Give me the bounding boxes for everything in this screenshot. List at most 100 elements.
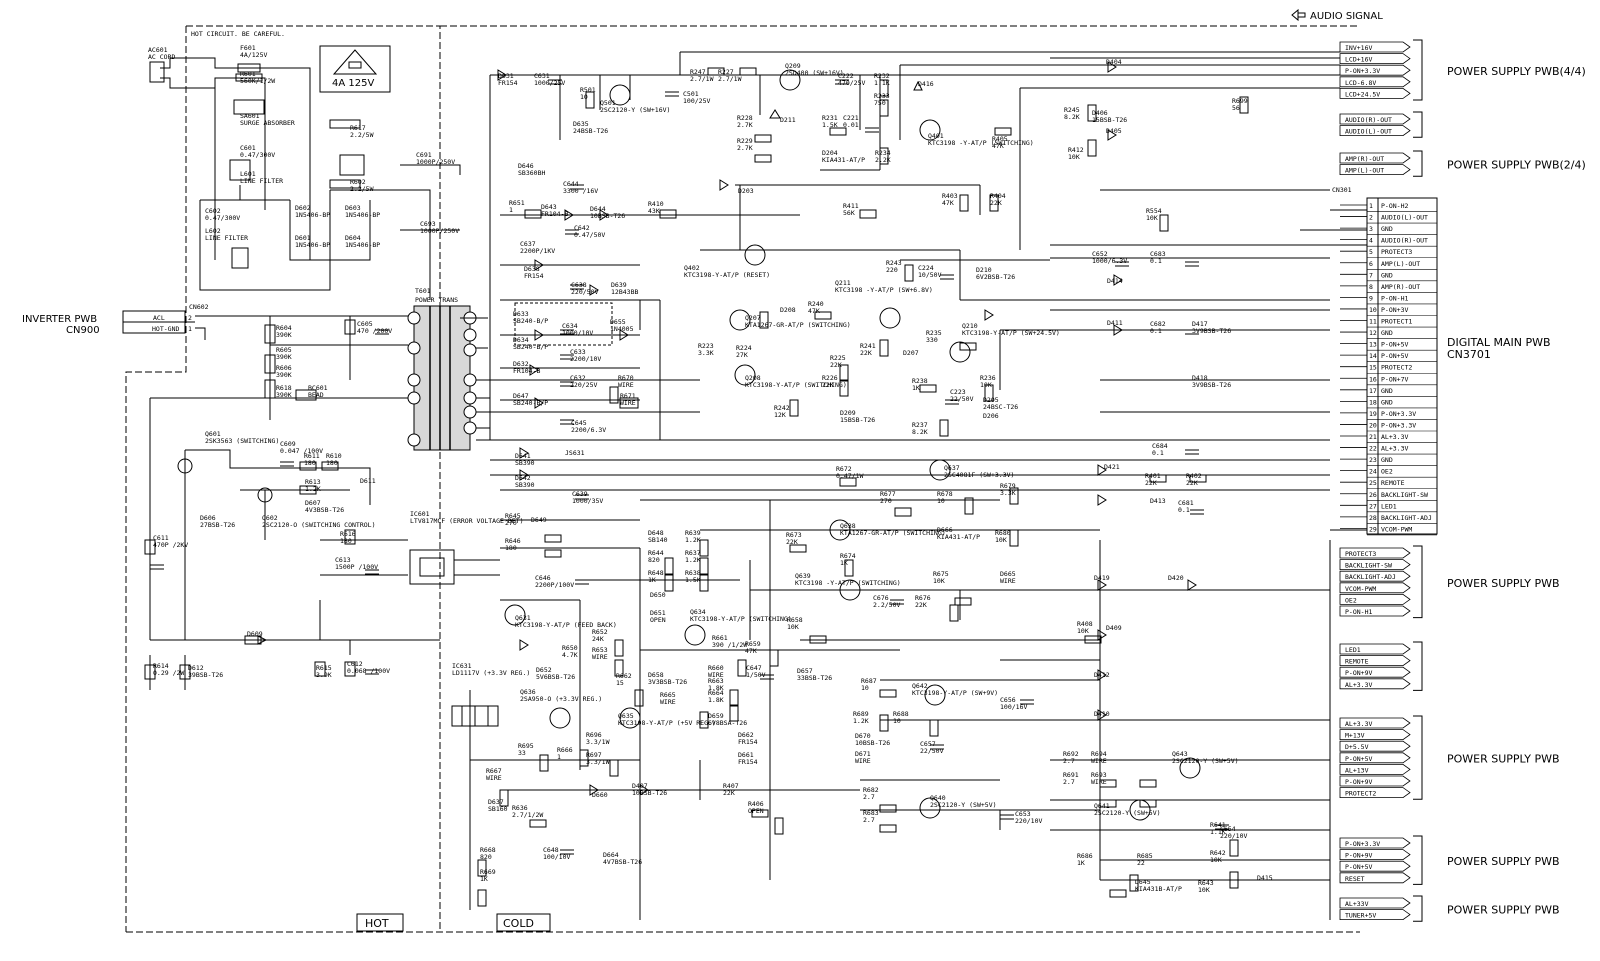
component-ref: C654 [1220,825,1236,833]
component-value: 0.47/1W [836,472,863,480]
component-value: 24BSC-T26 [983,403,1018,411]
cn301-pin-name: PROTECT3 [1381,248,1412,256]
cn301-pin-number: 14 [1369,352,1377,360]
component-value: 3.3/1W [586,738,610,746]
component-value: 10 [893,717,901,725]
component-ref: R554 [1146,207,1162,215]
signal-flag-label: LCD+16V [1345,56,1372,64]
component-ref: C224 [918,264,934,272]
component-ref: R685 [1137,852,1153,860]
component-value: 2.7/1W [690,75,714,83]
component-value: 1.2K [853,717,869,725]
cn301-pin-name: GND [1381,456,1393,464]
component-ref: R238 [912,377,928,385]
component-ref: D418 [1192,374,1208,382]
cn301-pin-name: BACKLIGHT-SW [1381,491,1428,499]
component-ref: D413 [1150,497,1166,505]
component-ref: R651 [509,199,525,207]
component-value: KTC3198 -Y-AT/P (SWITCHING) [928,139,1034,147]
component-value: 10 [861,684,869,692]
component-ref: Q631 [515,614,531,622]
component-ref: C691 [416,151,432,159]
component-value: 10K [1068,153,1080,161]
component-ref: C684 [1152,442,1168,450]
component-value: 4.7K [562,651,578,659]
component-value: 100/16V [1000,703,1027,711]
cn301-pin-number: 24 [1369,468,1377,476]
component-value: SB240-B/P [513,343,548,351]
cn301-pin-name: AUDIO(R)-OUT [1381,237,1428,245]
component-value: 1.8K [708,696,724,704]
component-ref: D641 [515,452,531,460]
component-value: 180 [340,537,352,545]
signal-flag [1339,909,1411,920]
output-group-bracket [1413,715,1423,800]
component-ref: R617 [350,124,366,132]
component-ref: Q209 [785,62,801,70]
signal-flag [1339,113,1411,125]
component-value: 0.047 /100V [280,447,323,455]
component-value: 2.7 [1063,778,1075,786]
component-value: 10K [1198,886,1210,894]
cn301-pin-number: 23 [1369,456,1377,464]
component-value: 8.2K [1064,113,1080,121]
component-value: 1N5406-BP [295,211,330,219]
cn301-pin-number: 16 [1369,375,1377,383]
component-ref: D671 [855,750,871,758]
component-ref: R670 [618,374,634,382]
component-ref: Q207 [745,314,761,322]
component-ref: R677 [880,490,896,498]
component-ref: D420 [1168,574,1184,582]
component-ref: R227 [718,68,734,76]
component-ref: Q602 [262,514,278,522]
cn301-pin-name: GND [1381,329,1393,337]
signal-flag [1339,666,1411,678]
component-ref: F601 [240,44,256,52]
component-ref: R241 [860,342,876,350]
cn301-pin-name: GND [1381,225,1393,233]
component-value: 1.1K [1210,828,1226,836]
signal-flag [1339,717,1411,729]
component-ref: C631 [534,72,550,80]
component-value: SB360BH [518,169,545,177]
component-value: 390 /1/2W [712,641,747,649]
component-ref: D417 [1192,320,1208,328]
cn301-pin-number: 18 [1369,398,1377,406]
component-ref: R602 [350,178,366,186]
component-ref: IC631 [452,662,472,670]
component-value: 22K [915,601,927,609]
inverter-pwb-sub: CN900 [66,325,100,336]
output-group-bracket [1413,835,1423,885]
component-ref: Q640 [930,794,946,802]
component-ref: C681 [1178,499,1194,507]
component-value: 2.7 [863,793,875,801]
signal-flag-label: LCD+24.5V [1345,90,1380,98]
component-ref: D660 [592,791,608,799]
component-value: 1000P/250V [420,227,459,235]
component-value: 4V3BSB-T26 [305,506,344,514]
component-ref: R645 [505,512,521,520]
component-value: 470 /200V [357,327,392,335]
signal-flag-label: AUDIO(R)-OUT [1345,116,1392,124]
cn301-pin-number: 15 [1369,364,1377,372]
component-ref: R699 [1232,97,1248,105]
component-value: 180 [326,459,338,467]
component-value: 39BSB-T26 [188,671,223,679]
component-value: LTV817MCF (ERROR VOLTAGE DET) [410,517,524,525]
component-ref: C652 [1092,250,1108,258]
component-value: 2.2/5W [350,185,374,193]
component-value: 3V9BSB-T26 [1192,381,1231,389]
digital-main-sub: CN3701 [1447,348,1491,361]
component-value: KTC3198 -Y-AT/P (SW+6.8V) [835,286,933,294]
signal-flag [1339,787,1411,798]
signal-flag-label: BACKLIGHT-ADJ [1345,573,1396,581]
component-ref: R402 [1186,472,1202,480]
component-value: 1/50V [746,671,766,679]
component-ref: R638 [685,569,701,577]
component-ref: D631 [498,72,514,80]
component-ref: D207 [903,349,919,357]
hot-label: HOT [365,917,389,930]
component-value: 0.1 [1150,257,1162,265]
